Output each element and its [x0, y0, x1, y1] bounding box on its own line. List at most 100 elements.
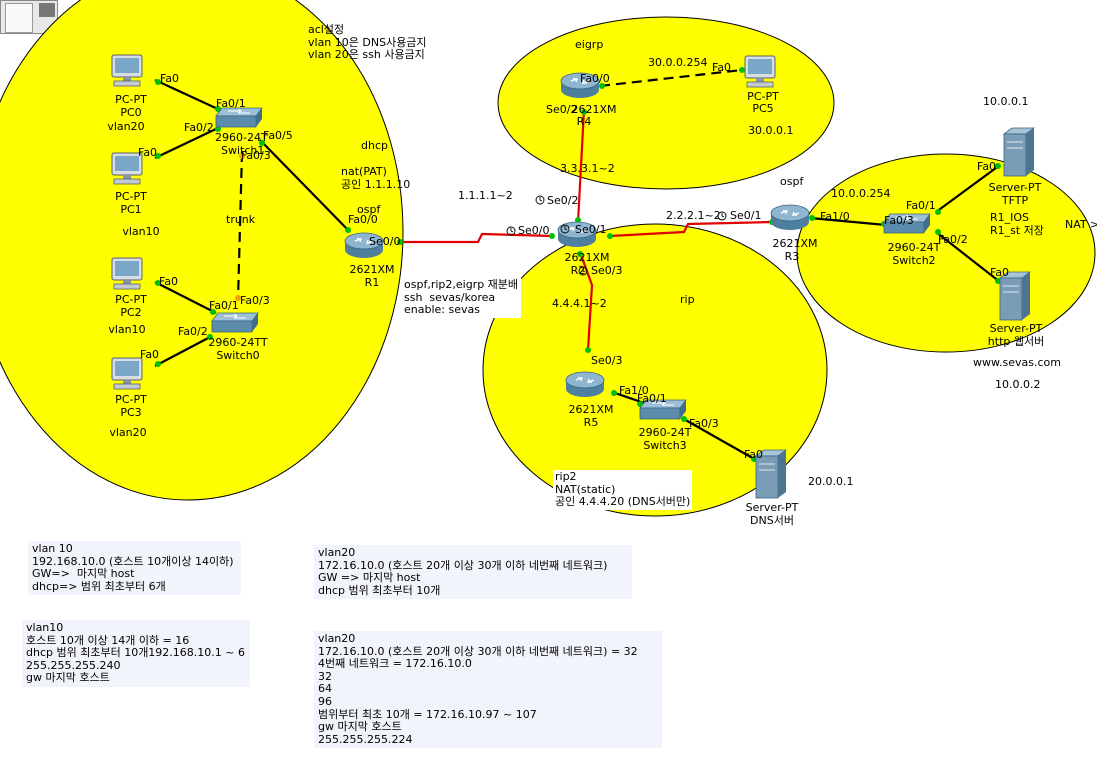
net-r2-r4-label: 3.3.3.1~2 [560, 162, 615, 175]
link-sw2-tftp [935, 164, 1001, 213]
port-r3-fa1-0: Fa1/0 [820, 210, 850, 223]
http-name-label: http 웹서버 [987, 335, 1045, 348]
net-r2-r3-label: 2.2.2.1~2 [666, 209, 721, 222]
port-r2-se0-2: Se0/2 [547, 194, 579, 207]
nat-pat-label: nat(PAT) 공인 1.1.1.10 [341, 165, 411, 191]
r2-type-label: 2621XM [564, 251, 610, 264]
port-pc0-fa0: Fa0 [160, 72, 180, 85]
port-pc2-fa0: Fa0 [159, 275, 179, 288]
r5-router-icon[interactable] [565, 371, 605, 398]
link-r2-r5 [578, 251, 594, 351]
pc2-type-label: PC-PT [115, 293, 147, 306]
net-top-label: 10.0.0.1 [983, 95, 1029, 108]
pc5-ip-label: 30.0.0.1 [748, 124, 794, 137]
r2-info-note: ospf,rip2,eigrp 재분배 ssh sevas/korea enab… [401, 278, 522, 318]
r3-name-label: R3 [784, 250, 800, 263]
port-sw1-fa0-3: Fa0/3 [241, 149, 271, 162]
link-pc0-sw1 [154, 79, 221, 111]
port-r2-se0-0: Se0/0 [518, 224, 550, 237]
zone-label-eigrp: eigrp [575, 38, 604, 51]
port-sw3-fa0-3: Fa0/3 [689, 417, 719, 430]
dns-ip-label: 20.0.0.1 [808, 475, 854, 488]
switch3-type-label: 2960-24T [638, 426, 692, 439]
zone-rip [482, 223, 828, 517]
link-r1-r2 [398, 232, 553, 244]
port-tftp-fa0: Fa0 [977, 160, 997, 173]
dns-name-label: DNS서버 [750, 514, 794, 527]
net-r2-r5-label: 4.4.4.1~2 [552, 297, 607, 310]
port-http-fa0: Fa0 [990, 266, 1010, 279]
port-r2-se0-3: Se0/3 [591, 264, 623, 277]
pc5-type-label: PC-PT [747, 90, 779, 103]
pc5-icon[interactable] [744, 55, 776, 88]
port-pc3-fa0: Fa0 [140, 348, 160, 361]
link-sw3-dns [681, 417, 757, 461]
zone-label-rip: rip [680, 293, 695, 306]
note-vlan10-spec: vlan 10 192.168.10.0 (호스트 10개이상 14이하) GW… [28, 541, 241, 596]
link-pc3-sw0 [154, 335, 213, 367]
switch1-icon[interactable] [215, 107, 263, 128]
link-pc2-sw0 [154, 281, 217, 314]
www-label: www.sevas.com [973, 356, 1061, 369]
r3-router-icon[interactable] [770, 204, 810, 231]
topology-icon[interactable] [5, 3, 33, 33]
toolbar-icons[interactable] [0, 0, 58, 34]
link-sw2-http [935, 231, 1001, 283]
acl-note: acl설정 vlan 10은 DNS사용금지 vlan 20은 ssh 사용금지 [308, 23, 427, 62]
trunk-label: trunk [226, 213, 256, 226]
switch0-icon[interactable] [211, 312, 259, 333]
port-sw1-fa0-1: Fa0/1 [216, 97, 246, 110]
window-icon[interactable] [39, 3, 55, 17]
switch0-name-label: Switch0 [216, 349, 260, 362]
pc0-icon[interactable] [111, 54, 143, 87]
r4-type-label: 2621XM [571, 103, 617, 116]
clock-icons [506, 195, 727, 276]
tftp-server-icon[interactable] [1003, 127, 1035, 177]
port-sw0-fa0-3: Fa0/3 [240, 294, 270, 307]
ospf-net-label: 10.0.0.254 [831, 187, 891, 200]
r1-ospf-label: ospf [357, 203, 381, 216]
pc5-net-label: 30.0.0.254 [648, 56, 708, 69]
note-vlan20-calc: vlan20 172.16.10.0 (호스트 20개 이상 30개 이하 네번… [314, 631, 662, 749]
port-pc5-fa0: Fa0 [712, 61, 732, 74]
pc1-type-label: PC-PT [115, 190, 147, 203]
port-sw1-fa0-5: Fa0/5 [263, 129, 293, 142]
pc5-name-label: PC5 [752, 102, 774, 115]
link-r2-r4 [576, 109, 586, 223]
port-r3-se0-1: Se0/1 [730, 209, 762, 222]
port-sw2-fa0-1: Fa0/1 [906, 199, 936, 212]
switch1-type-label: 2960-24T [215, 131, 268, 144]
switch1-name-label: Switch1 [221, 144, 265, 157]
pc1-name-label: PC1 [120, 203, 142, 216]
port-r1-fa0-0: Fa0/0 [348, 213, 378, 226]
pc2-icon[interactable] [111, 257, 143, 290]
port-r4-fa0-0: Fa0/0 [580, 72, 610, 85]
switch2-name-label: Switch2 [892, 254, 936, 267]
tftp-info-label: R1_IOS R1_st 저장 [990, 211, 1044, 237]
pc3-icon[interactable] [111, 357, 143, 390]
pc2-vlan-label: vlan10 [108, 323, 146, 336]
port-sw2-fa0-3: Fa0/3 [884, 214, 914, 227]
zone-ospf [796, 153, 1096, 353]
r1-name-label: R1 [364, 276, 380, 289]
port-indicators [155, 67, 1001, 462]
pc1-vlan-label: vlan10 [122, 225, 160, 238]
tftp-type-label: Server-PT [988, 181, 1042, 194]
port-sw0-fa0-2: Fa0/2 [178, 325, 208, 338]
link-sw1-r1 [259, 139, 351, 233]
port-sw1-fa0-2: Fa0/2 [184, 121, 214, 134]
port-sw2-fa0-2: Fa0/2 [938, 233, 968, 246]
port-pc1-fa0: Fa0 [138, 146, 158, 159]
http-server-icon[interactable] [999, 271, 1031, 321]
link-r3-sw2 [809, 216, 887, 227]
port-r1-se0-0: Se0/0 [369, 235, 401, 248]
r3-type-label: 2621XM [772, 237, 818, 250]
net-r1-r2-label: 1.1.1.1~2 [458, 189, 513, 202]
r1-type-label: 2621XM [349, 263, 395, 276]
pc2-name-label: PC2 [120, 306, 142, 319]
link-pc1-sw1 [154, 127, 219, 159]
rip2-info-note: rip2 NAT(static) 공인 4.4.4.20 (DNS서버만) [553, 470, 693, 510]
port-r5-fa1-0: Fa1/0 [619, 384, 649, 397]
http-ip-label: 10.0.0.2 [995, 378, 1041, 391]
